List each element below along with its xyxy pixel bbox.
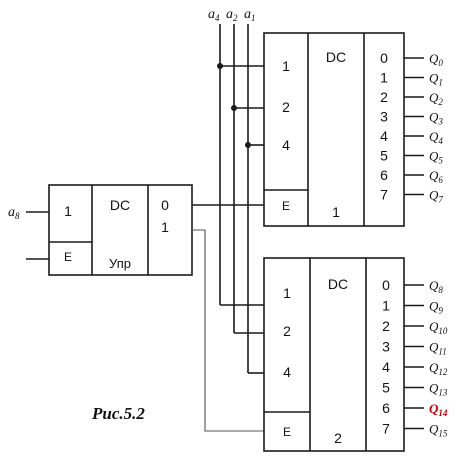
decoder1-pin-number: 3 — [380, 109, 388, 125]
decoder1-pin-number: 2 — [380, 89, 388, 105]
decoder1-input-wires — [217, 63, 264, 148]
control-out0-label: 0 — [161, 197, 169, 213]
decoder2-output-label: Q9 — [429, 299, 443, 316]
control-input-label: 1 — [64, 203, 72, 219]
junction-dot — [231, 105, 237, 111]
decoder1-output-label: Q5 — [429, 149, 443, 166]
decoder1-pin-number: 5 — [380, 148, 388, 164]
decoder1-pin-number: 6 — [380, 167, 388, 183]
decoder2-pin-number: 5 — [382, 380, 390, 396]
decoder1-input-2: 2 — [282, 99, 290, 115]
decoder2-pin-number: 3 — [382, 339, 390, 355]
decoder2-pin-number: 1 — [382, 298, 390, 314]
decoder2-output-label: Q12 — [429, 360, 448, 377]
decoder1-pin-number: 7 — [380, 187, 388, 203]
decoder2-number: 2 — [334, 430, 342, 446]
decoder2-pin-number: 4 — [382, 359, 390, 375]
figure-caption: Рис.5.2 — [91, 404, 145, 423]
control-out1-wire — [192, 229, 264, 432]
decoder1-enable: E — [282, 199, 290, 213]
decoder2-output-label: Q14 — [429, 401, 448, 418]
junction-dot — [217, 63, 223, 69]
decoder1-pin-number: 4 — [380, 128, 388, 144]
control-subtitle: Упр — [109, 256, 131, 271]
decoder2-pin-number: 2 — [382, 318, 390, 334]
decoder2-pin-number: 0 — [382, 277, 390, 293]
decoder2-input-wires — [220, 304, 264, 374]
decoder1-output-label: Q0 — [429, 51, 443, 68]
decoder2-output-label: Q10 — [429, 319, 448, 336]
decoder1-outputs: 0 Q0 1 Q1 2 Q2 3 Q3 4 Q4 5 Q5 6 Q6 7 Q7 — [380, 50, 443, 205]
control-out1-label: 1 — [161, 219, 169, 235]
decoder2-input-4: 4 — [283, 364, 291, 380]
decoder2-input-1: 1 — [283, 285, 291, 301]
decoder1-output-label: Q4 — [429, 129, 443, 146]
input-label-a8: a8 — [8, 205, 20, 221]
decoder1-number: 1 — [332, 204, 340, 220]
decoder1-output-label: Q2 — [429, 90, 443, 107]
decoder1-output-label: Q1 — [429, 71, 443, 88]
decoder2-output-label: Q11 — [429, 340, 447, 357]
control-enable-label: E — [64, 250, 72, 264]
decoder1-output-label: Q7 — [429, 188, 443, 205]
input-label-a1: a1 — [244, 7, 256, 23]
decoder1-output-label: Q6 — [429, 168, 443, 185]
decoder1-title: DC — [326, 49, 346, 65]
decoder1-pin-number: 1 — [380, 70, 388, 86]
decoder2-title: DC — [328, 276, 348, 292]
decoder2-output-label: Q13 — [429, 381, 448, 398]
decoder2-input-2: 2 — [283, 323, 291, 339]
decoder2-outputs: 0 Q8 1 Q9 2 Q10 3 Q11 4 Q12 5 Q13 6 Q14 7 Q15 — [382, 277, 448, 439]
control-decoder: 1 E DC Упр 0 1 — [48, 184, 193, 276]
decoder2-pin-number: 6 — [382, 400, 390, 416]
junction-dot — [245, 142, 251, 148]
control-title: DC — [110, 197, 130, 213]
input-label-a2: a2 — [226, 7, 238, 23]
decoder1-output-label: Q3 — [429, 110, 443, 127]
decoder2-output-label: Q8 — [429, 278, 443, 295]
decoder2-output-label: Q15 — [429, 422, 448, 439]
decoder2-enable: E — [283, 425, 291, 439]
decoder2-pin-number: 7 — [382, 421, 390, 437]
decoder1-input-1: 1 — [282, 58, 290, 74]
decoder1-input-4: 4 — [282, 137, 290, 153]
address-bus — [219, 24, 249, 373]
decoder1-pin-number: 0 — [380, 50, 388, 66]
input-label-a4: a4 — [208, 7, 220, 23]
